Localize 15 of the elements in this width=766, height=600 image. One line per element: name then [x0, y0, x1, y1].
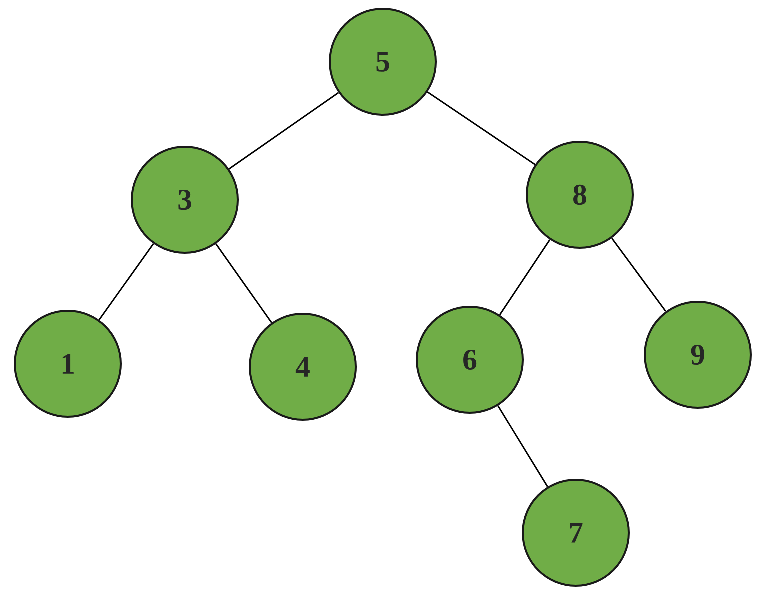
tree-node: 5 [329, 8, 437, 116]
tree-node: 3 [131, 146, 239, 254]
tree-node: 7 [522, 478, 630, 587]
tree-node: 1 [14, 310, 122, 418]
edge-line [499, 240, 551, 316]
edge-line [611, 238, 667, 312]
edge-line [498, 406, 548, 488]
tree-node: 8 [526, 140, 634, 249]
edge-line [216, 244, 272, 324]
edge-line [98, 244, 154, 320]
tree-node: 4 [249, 312, 357, 421]
edge-line [427, 92, 536, 166]
edge-line [228, 92, 340, 170]
tree-node: 6 [416, 306, 524, 414]
tree-node: 9 [644, 300, 752, 409]
